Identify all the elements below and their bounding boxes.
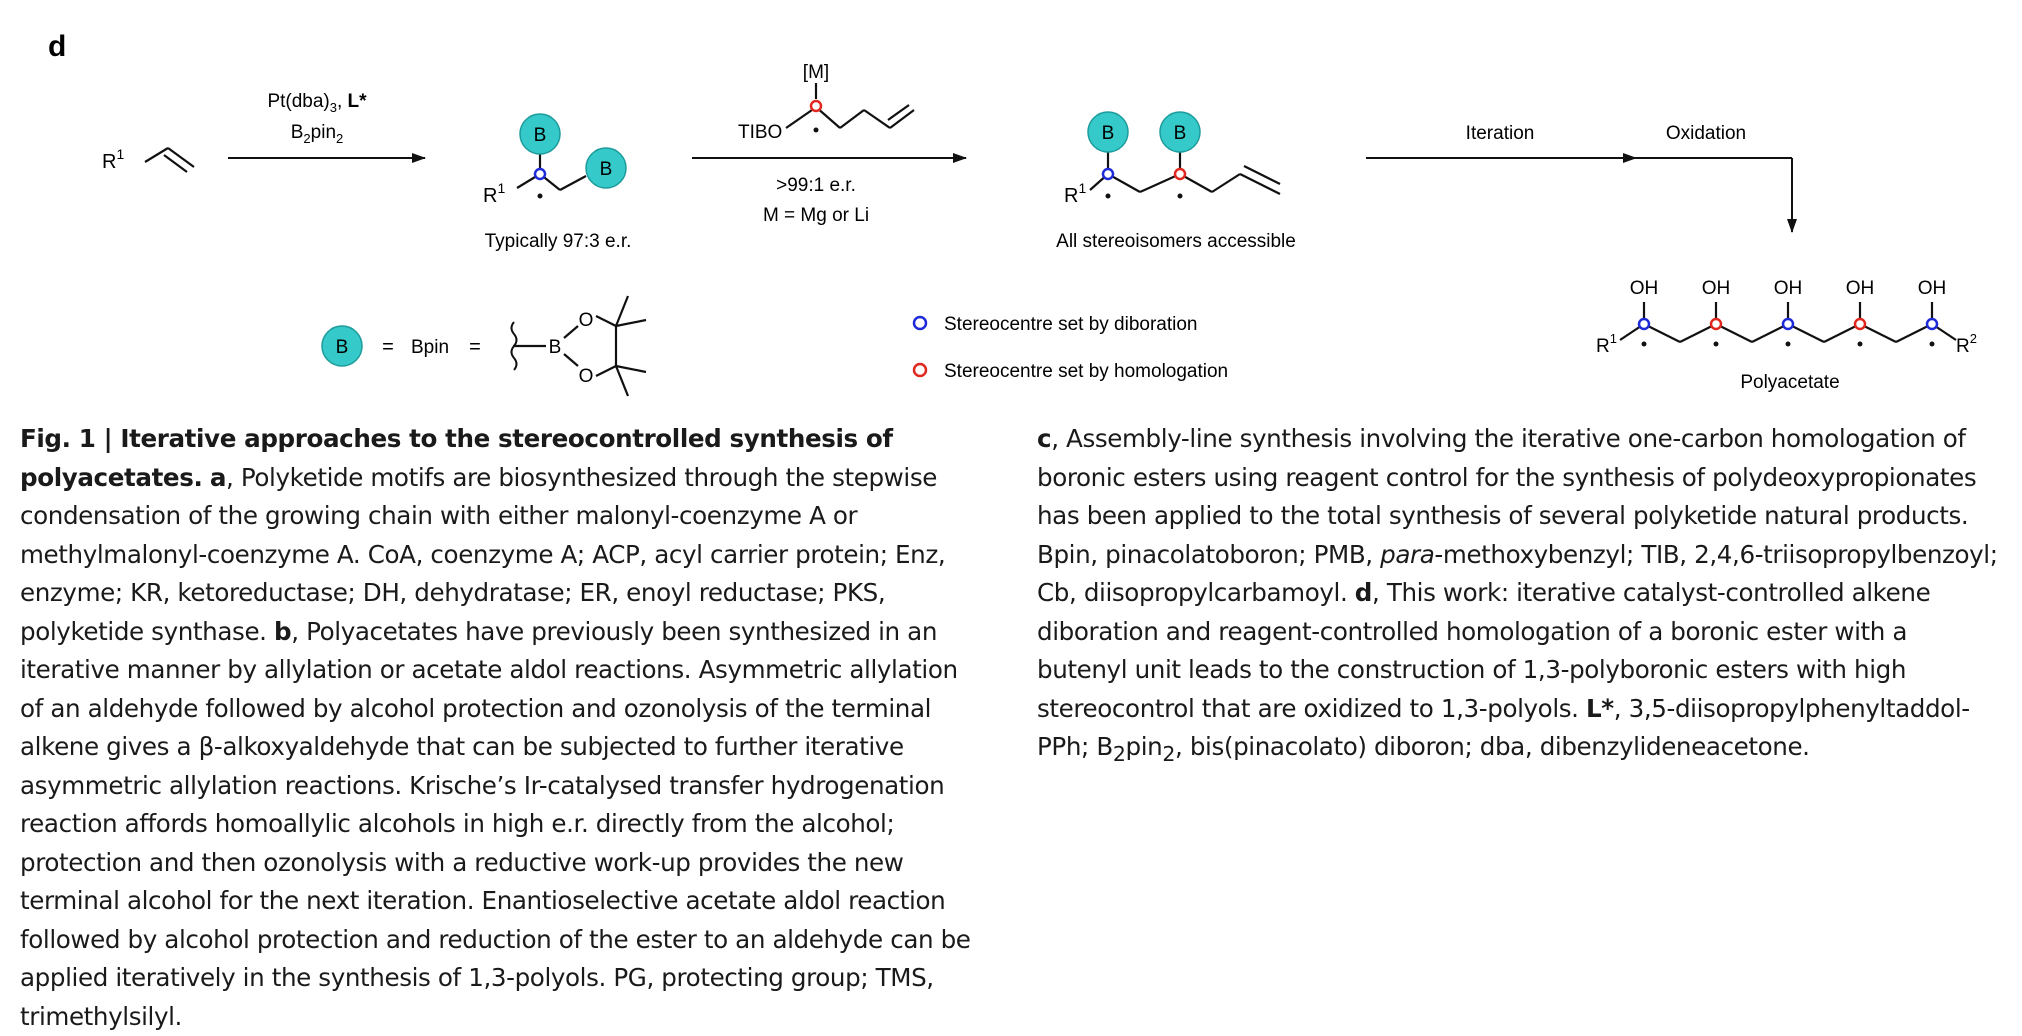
svg-text:O: O [579,366,594,387]
panel-c-text-2: -methoxybenzyl; TIB, 2,4,6-triisopropylb… [1037,539,1998,608]
svg-text:B: B [1174,123,1187,144]
panel-b-text: , Polyacetates have previously been synt… [20,616,971,1031]
boron-circle [585,147,627,189]
panel-d-ligand: L* [1586,693,1614,723]
fig-label: Fig. 1 | [20,424,121,453]
polyacetate-product: R1 R2 OH OH OH OH OH Polyacetate [1596,278,1977,393]
oxidation-label: Oxidation [1666,123,1746,144]
caption-right-column: c, Assembly-line synthesis involving the… [1037,420,2002,773]
reaction-scheme: d R1 Pt(dba)3, L* B2pin2 R1 B B Typicall… [48,30,1977,397]
panel-c-label: c [1037,424,1052,453]
svg-text:R1: R1 [1064,180,1086,207]
panel-d-text-4: , bis(pinacolato) diboron; dba, dibenzyl… [1174,732,1810,761]
svg-text:OH: OH [1702,278,1731,299]
homologation-reagent: [M] TIBO [738,62,915,143]
homologation-er: >99:1 e.r. [776,175,856,196]
stereocentre-diboration-dot [1637,317,1651,331]
step2-product-note: All stereoisomers accessible [1056,231,1296,252]
svg-text:OH: OH [1846,278,1875,299]
svg-text:B: B [549,337,562,358]
step1-product-note: Typically 97:3 e.r. [485,231,632,252]
svg-text:B: B [534,125,547,146]
svg-text:O: O [579,310,594,331]
bis-boronate-product: R1 B B All stereoisomers accessible [1056,111,1296,252]
stereocentre-homologation-dot [1173,167,1187,181]
starting-alkene: R1 [102,146,195,173]
stereocentre-diboration-dot [533,167,547,181]
panel-a-text: , Polyketide motifs are biosynthesized t… [20,462,946,646]
stereocentre-homologation-dot [1709,317,1723,331]
panel-c-text-1: , Assembly-line synthesis involving the … [1037,424,1977,569]
svg-text:OH: OH [1918,278,1947,299]
svg-text:B: B [1102,123,1115,144]
stereocentre-diboration-dot [1781,317,1795,331]
caption-left-column: Fig. 1 | Iterative approaches to the ste… [20,420,985,1036]
figure-caption-continued: c, Assembly-line synthesis involving the… [1037,424,1998,766]
r1-label-2: R1 [483,180,505,207]
svg-text:=: = [382,336,394,358]
boron-circle [519,113,561,155]
panel-d-text-2: , 3,5-diisopropylphenyltaddol-PPh; B [1037,693,1970,762]
svg-text:Bpin: Bpin [411,337,449,358]
svg-text:R2: R2 [1956,331,1977,357]
svg-text:OH: OH [1774,278,1803,299]
stereocentre-diboration-dot [1925,317,1939,331]
svg-text:R1: R1 [1596,331,1617,357]
fig-title: Iterative approaches to the stereocontro… [20,424,893,492]
svg-text:=: = [469,336,481,358]
polyacetate-label: Polyacetate [1740,372,1839,393]
panel-label: d [48,30,66,63]
stereocentre-homologation-dot [1853,317,1867,331]
reagent-b2pin2: B2pin2 [291,122,344,146]
boron-circle [321,325,363,367]
legend: Stereocentre set by diboration Stereocen… [912,314,1228,382]
stereocentre-homologation-dot [809,99,823,113]
panel-c-para: para [1380,539,1435,569]
r1-label: R1 [102,146,124,173]
panel-a-label: a [209,462,227,492]
bpin-definition: B = Bpin = B O O [321,295,647,397]
panel-b-label: b [274,616,292,646]
panel-d-label: d [1354,578,1373,607]
svg-text:[M]: [M] [803,62,829,83]
stereocentre-diboration-dot [1101,167,1115,181]
diboration-product: R1 B B Typically 97:3 e.r. [483,113,632,252]
svg-text:B: B [336,337,349,358]
homologation-metal-note: M = Mg or Li [763,205,869,226]
boron-circle [1159,111,1201,153]
boron-circle [1087,111,1129,153]
legend-diboration-marker [912,315,928,331]
panel-d-text-1: , This work: iterative catalyst-controll… [1037,578,1931,723]
svg-text:B: B [600,159,613,180]
svg-text:TIBO: TIBO [738,122,782,143]
reagent-pt: Pt(dba)3, L* [267,91,367,115]
iteration-label: Iteration [1466,123,1535,144]
legend-homologation-label: Stereocentre set by homologation [944,361,1228,382]
legend-homologation-marker [912,362,928,378]
legend-diboration-label: Stereocentre set by diboration [944,314,1198,335]
figure-caption: Fig. 1 | Iterative approaches to the ste… [20,420,985,1036]
svg-text:OH: OH [1630,278,1659,299]
